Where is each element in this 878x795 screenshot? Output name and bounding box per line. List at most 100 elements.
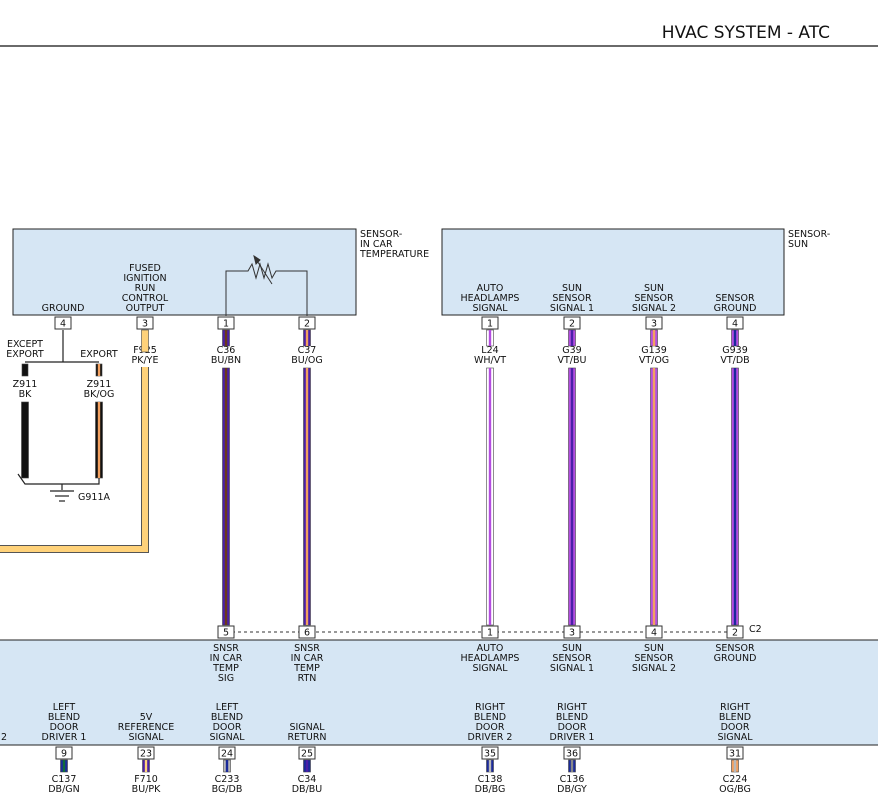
hvac-bottom-pin-box <box>563 746 581 760</box>
wire-color-label: BU/BN <box>211 355 241 366</box>
wire-f925-top <box>141 329 149 353</box>
hvac-bottom-pin-label-line: RIGHT <box>720 702 750 713</box>
hvac-bottom-pin-label-line: BLEND <box>556 712 588 723</box>
hvac-bottom-pin-box <box>137 746 155 760</box>
ground-join <box>17 473 100 490</box>
wire-code: C34 <box>298 774 317 785</box>
wire-F925-path <box>0 329 149 553</box>
wire-code: F710 <box>134 774 158 785</box>
hvac-bottom-pin-number: 24 <box>221 749 233 760</box>
hvac-c2-pin-label-line: TEMP <box>212 663 239 674</box>
sensor-in-car-pin-box <box>136 316 154 330</box>
hvac-c2-pin-label-line: SIGNAL 2 <box>632 663 676 674</box>
wire-z911-left-base <box>21 401 29 479</box>
hvac-bottom-pin-label-line: DRIVER 1 <box>550 732 595 743</box>
except-export-label-line: EXCEPT <box>7 339 43 350</box>
wire-top-stripe <box>733 330 737 346</box>
wire-G939-body <box>731 329 739 626</box>
sensor-sun-pin-label-line: SIGNAL <box>472 303 508 314</box>
hvac-c2-pin-label-line: SIGNAL 1 <box>550 663 594 674</box>
hvac-bottom-pin-label-line: BLEND <box>48 712 80 723</box>
ground-point-label: G911A <box>78 492 110 503</box>
hvac-bottom-pin-label-line: DRIVER 1 <box>42 732 87 743</box>
wire-C137-stub-stripe <box>62 760 66 772</box>
sensor-sun-pin-label-line: SUN <box>562 283 582 294</box>
sensor-sun-box <box>441 228 785 316</box>
sensor-in-car-pin-label-line: IGNITION <box>123 273 166 284</box>
sensor-sun-pin-label-line: SENSOR <box>552 293 592 304</box>
sensor-sun-pin-label-line: SIGNAL 2 <box>632 303 676 314</box>
wire-code: G939 <box>722 345 748 356</box>
sensor-sun-pin-number: 4 <box>732 319 738 330</box>
wire-L24-body <box>486 329 494 626</box>
hvac-c2-pin-number: 2 <box>732 628 738 639</box>
sensor-in-car-pin-label-line: GROUND <box>42 303 85 314</box>
wire-color-label: DB/GY <box>557 784 587 795</box>
wire-code: C224 <box>723 774 748 785</box>
wire-color-label: BU/PK <box>132 784 161 795</box>
page-title: HVAC SYSTEM - ATC <box>662 23 830 43</box>
hvac-bottom-pin-label-line: DOOR <box>476 722 505 733</box>
wire-z911-right-code: Z911 <box>87 379 112 390</box>
hvac-c2-pin-box <box>481 625 499 639</box>
hvac-bottom-pin-label-line: DRIVER 2 <box>468 732 513 743</box>
hvac-bottom-pin-label-line: RETURN <box>287 732 326 743</box>
connector-c2-label: C2 <box>749 624 762 635</box>
wire-C138-stub-stripe <box>488 760 492 772</box>
sensor-sun-pin-label-line: SIGNAL 1 <box>550 303 594 314</box>
hvac-bottom-pin-label-line: BLEND <box>211 712 243 723</box>
wire-z911-left-color: BK <box>19 389 33 400</box>
hvac-c2-pin-label-line: SNSR <box>294 643 320 654</box>
hvac-bottom-pin-label-line: DOOR <box>721 722 750 733</box>
hvac-c2-pin-label-line: TEMP <box>293 663 320 674</box>
wire-color-label: DB/GN <box>48 784 80 795</box>
hvac-c2-pin-label-line: IN CAR <box>210 653 243 664</box>
hvac-bottom-pin-label-line: LEFT <box>53 702 76 713</box>
wire-run-stripe <box>488 368 492 625</box>
except-export-label-line: EXPORT <box>6 349 44 360</box>
sensor-in-car-pin-box <box>54 316 72 330</box>
hvac-bottom-pin-number: 31 <box>729 749 741 760</box>
hvac-c2-pin-box <box>645 625 663 639</box>
hvac-c2-pin-label-line: SENSOR <box>715 643 755 654</box>
sensor-in-car-name-line: IN CAR <box>360 239 393 250</box>
wire-code: L24 <box>481 345 498 356</box>
wire-top-stripe <box>570 330 574 346</box>
sensor-in-car-pin-label-line: FUSED <box>129 263 161 274</box>
wire-F710-stub-stripe <box>144 760 148 772</box>
wire-code: C233 <box>215 774 240 785</box>
wire-code: C137 <box>52 774 77 785</box>
hvac-bottom-pin-label-line: SIGNAL <box>717 732 753 743</box>
hvac-c2-pin-label-line: IN CAR <box>291 653 324 664</box>
wire-color-label: BU/OG <box>291 355 323 366</box>
hvac-bottom-pin-number: 35 <box>484 749 496 760</box>
wire-color-label: PK/YE <box>132 355 159 366</box>
hvac-c2-pin-label-line: SNSR <box>213 643 239 654</box>
hvac-bottom-pin-label-line: LEFT <box>216 702 239 713</box>
wire-color-label: DB/BU <box>292 784 323 795</box>
sensor-sun-pin-box <box>726 316 744 330</box>
sensor-in-car-pin-label-line: RUN <box>135 283 156 294</box>
hvac-c2-pin-number: 4 <box>651 628 657 639</box>
sensor-sun-pin-label-line: HEADLAMPS <box>461 293 520 304</box>
hvac-c2-pin-label-line: AUTO <box>477 643 504 654</box>
sensor-in-car-pin-box <box>298 316 316 330</box>
sensor-sun-pin-label-line: GROUND <box>714 303 757 314</box>
sensor-in-car-name-line: TEMPERATURE <box>359 249 429 260</box>
wire-code: G39 <box>562 345 581 356</box>
hvac-bottom-pin-label-line: RIGHT <box>475 702 505 713</box>
hvac-bottom-pin-box <box>298 746 316 760</box>
wire-code: C36 <box>217 345 236 356</box>
sensor-sun-pin-box <box>481 316 499 330</box>
wire-z911-right-color: BK/OG <box>84 389 115 400</box>
